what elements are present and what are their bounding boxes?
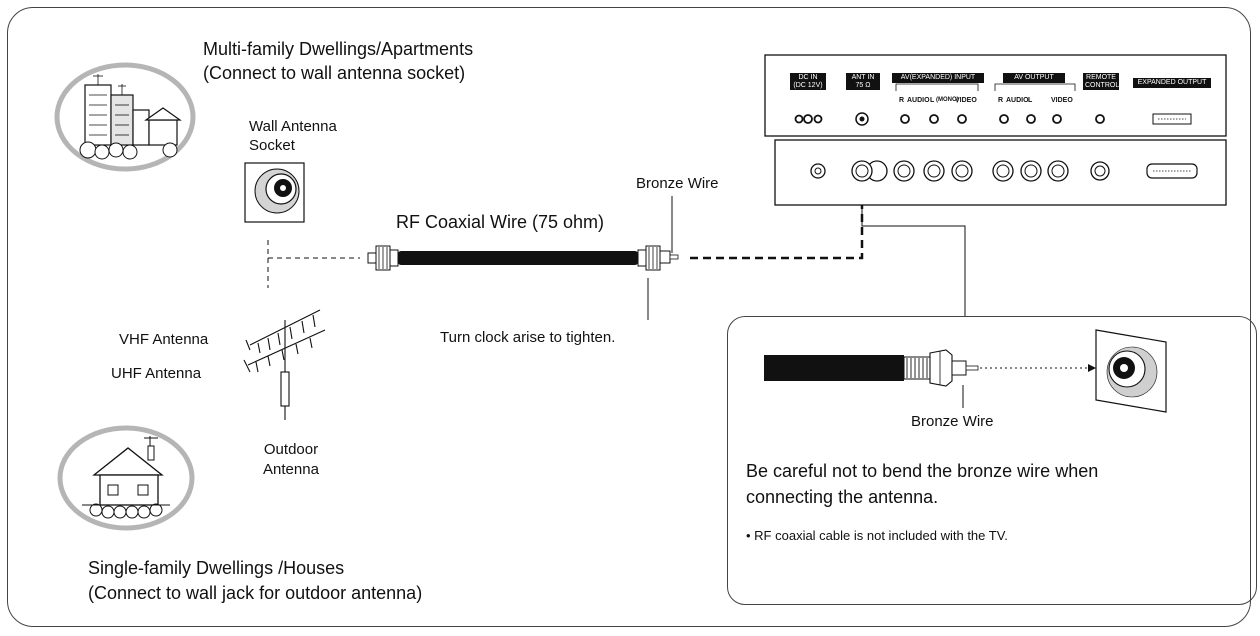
av-output-label: AV OUTPUT bbox=[1003, 73, 1065, 83]
diagram-frame bbox=[7, 7, 1251, 627]
caution-line1: Be careful not to bend the bronze wire w… bbox=[746, 461, 1099, 481]
apartments-title-line1: Multi-family Dwellings/Apartments bbox=[203, 39, 474, 59]
out-video-label: VIDEO bbox=[1051, 97, 1073, 104]
in-r-mark: R bbox=[899, 97, 905, 104]
tv-rear-panel-icon bbox=[764, 54, 1227, 206]
inset-detail-box bbox=[727, 316, 1257, 605]
wall-socket-label-line2: Socket bbox=[249, 137, 295, 154]
apartment-building-icon bbox=[54, 62, 196, 172]
houses-title-line2: (Connect to wall jack for outdoor antenn… bbox=[88, 583, 423, 603]
cable-title: RF Coaxial Wire (75 ohm) bbox=[396, 212, 605, 232]
out-l-mark: L bbox=[1028, 97, 1033, 104]
out-r-mark: R bbox=[998, 97, 1004, 104]
in-mono-label: (MONO) bbox=[936, 97, 959, 103]
house-icon bbox=[57, 425, 195, 531]
houses-title-line1: Single-family Dwellings /Houses bbox=[88, 558, 345, 578]
bronze-wire-label: Bronze Wire bbox=[636, 175, 719, 192]
cable-not-included-note: • RF coaxial cable is not included with … bbox=[746, 528, 1008, 543]
inset-detail-drawing bbox=[764, 329, 1167, 413]
in-video-label: VIDEO bbox=[955, 97, 977, 104]
dc-in-label: DC IN(DC 12V) bbox=[790, 73, 826, 91]
wall-socket-label-line1: Wall Antenna bbox=[249, 118, 337, 135]
roof-antenna-icon bbox=[243, 309, 326, 420]
outdoor-antenna-label-line2: Antenna bbox=[263, 461, 319, 478]
apartments-title-line2: (Connect to wall antenna socket) bbox=[203, 63, 466, 83]
in-l-mark: L bbox=[930, 97, 935, 104]
in-audio-label: AUDIO bbox=[907, 97, 930, 104]
uhf-antenna-label: UHF Antenna bbox=[111, 365, 202, 382]
wall-socket-icon bbox=[244, 162, 305, 223]
inset-bronze-wire-label: Bronze Wire bbox=[911, 413, 994, 430]
coax-cable-icon bbox=[367, 245, 679, 271]
expanded-output-label: EXPANDED OUTPUT bbox=[1133, 78, 1211, 88]
vhf-antenna-label: VHF Antenna bbox=[119, 331, 209, 348]
outdoor-antenna-label-line1: Outdoor bbox=[263, 441, 319, 458]
caution-line2: connecting the antenna. bbox=[746, 487, 939, 507]
source-dashed-lines bbox=[267, 240, 360, 288]
tighten-note: Turn clock arise to tighten. bbox=[440, 329, 616, 346]
out-audio-label: AUDIO bbox=[1006, 97, 1029, 104]
av-input-label: AV(EXPANDED) INPUT bbox=[892, 73, 984, 83]
